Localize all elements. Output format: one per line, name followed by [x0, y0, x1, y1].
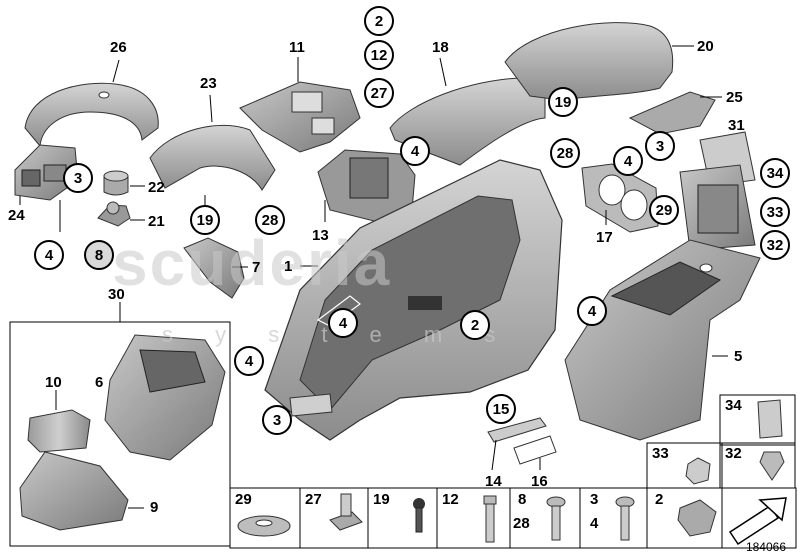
centre-console-1 — [264, 159, 563, 441]
callout-15: 15 — [486, 394, 516, 424]
callout-3-b: 3 — [645, 131, 675, 161]
legend-34: 34 — [725, 397, 742, 414]
label-17: 17 — [596, 229, 613, 246]
label-5: 5 — [734, 348, 743, 365]
legend-grid — [229, 394, 797, 549]
bracket-13 — [317, 149, 416, 223]
cup-insert-10 — [27, 390, 91, 453]
tray-9 — [19, 451, 144, 531]
callout-4-b: 4 — [400, 136, 430, 166]
label-26: 26 — [110, 39, 127, 56]
legend-8: 8 — [518, 491, 527, 508]
callout-32: 32 — [760, 230, 790, 260]
label-20: 20 — [697, 38, 714, 55]
callout-4-f: 4 — [234, 346, 264, 376]
legend-27: 27 — [305, 491, 322, 508]
bushing-22 — [103, 170, 145, 196]
legend-2: 2 — [655, 491, 664, 508]
gasket-16 — [513, 435, 557, 470]
callout-12-top: 12 — [364, 40, 394, 70]
legend-29: 29 — [235, 491, 252, 508]
label-23: 23 — [200, 75, 217, 92]
watermark-text: scuderia — [112, 227, 392, 299]
callout-19-b: 19 — [190, 205, 220, 235]
label-22: 22 — [148, 179, 165, 196]
label-14: 14 — [485, 473, 502, 490]
label-18: 18 — [432, 39, 449, 56]
label-1: 1 — [284, 258, 293, 275]
label-7: 7 — [252, 259, 261, 276]
legend-19: 19 — [373, 491, 390, 508]
callout-3-c: 3 — [262, 405, 292, 435]
legend-3: 3 — [590, 491, 599, 508]
callout-33: 33 — [760, 197, 790, 227]
mechanism-31 — [679, 131, 756, 251]
cover-23 — [149, 94, 276, 191]
label-31: 31 — [728, 117, 745, 134]
callout-29: 29 — [649, 195, 679, 225]
leader-lines — [19, 195, 318, 268]
armrest-cover-26 — [24, 59, 159, 148]
armrest-20 — [504, 22, 694, 101]
label-9: 9 — [150, 499, 159, 516]
label-21: 21 — [148, 213, 165, 230]
callout-28-a: 28 — [550, 138, 580, 168]
label-13: 13 — [312, 227, 329, 244]
callout-2-mid: 2 — [460, 310, 490, 340]
legend-32: 32 — [725, 445, 742, 462]
storage-box-5 — [564, 239, 761, 441]
callout-4-a: 4 — [34, 240, 64, 270]
callout-4-d: 4 — [577, 296, 607, 326]
legend-28: 28 — [513, 515, 530, 532]
callout-4-e: 4 — [328, 308, 358, 338]
latch-24 — [14, 144, 79, 201]
reference-number: 184066 — [745, 540, 786, 554]
legend-icons — [237, 399, 787, 546]
callout-4-c: 4 — [613, 146, 643, 176]
frame-11 — [239, 57, 361, 153]
label-6: 6 — [95, 374, 104, 391]
callout-3-a: 3 — [63, 163, 93, 193]
label-10: 10 — [45, 374, 62, 391]
label-16: 16 — [531, 473, 548, 490]
callout-28-b: 28 — [255, 205, 285, 235]
legend-12: 12 — [442, 491, 459, 508]
gasket-14 — [487, 417, 547, 471]
callout-34: 34 — [760, 158, 790, 188]
callout-19-a: 19 — [548, 87, 578, 117]
label-24: 24 — [8, 207, 25, 224]
label-30: 30 — [108, 286, 125, 303]
clip-21 — [97, 201, 145, 227]
legend-4: 4 — [590, 515, 599, 532]
trim-ring-17 — [581, 163, 659, 233]
cover-7 — [183, 237, 245, 299]
legend-33: 33 — [652, 445, 669, 462]
label-25: 25 — [726, 89, 743, 106]
callout-27-top: 27 — [364, 78, 394, 108]
cupholder-6 — [104, 334, 226, 461]
hinge-25 — [628, 91, 722, 135]
label-11: 11 — [289, 39, 305, 56]
callout-8: 8 — [84, 240, 114, 270]
callout-2-top: 2 — [364, 6, 394, 36]
